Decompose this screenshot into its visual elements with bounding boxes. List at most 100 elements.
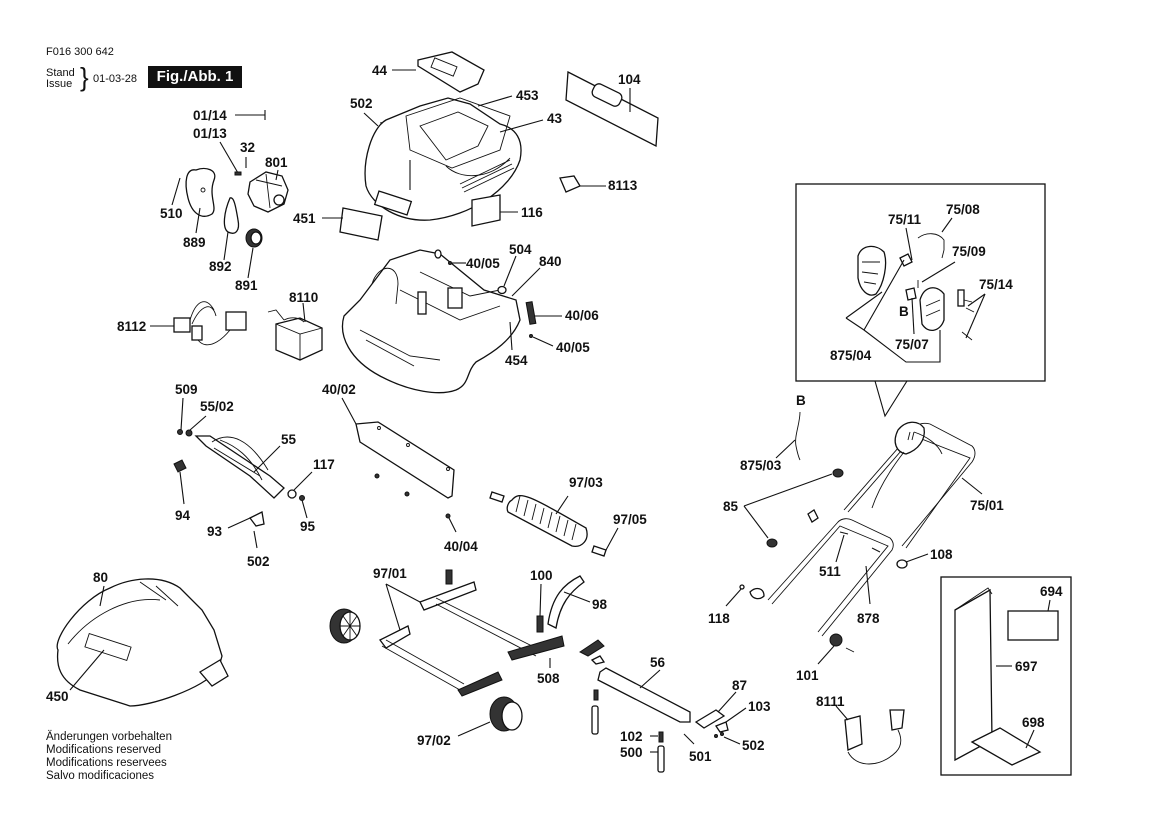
part-892-belt[interactable]: 892	[209, 197, 240, 274]
label-102: 102	[620, 729, 643, 744]
part-504[interactable]: 504	[497, 242, 532, 295]
part-97-01-axle-frame[interactable]: 97/01	[373, 566, 565, 697]
part-44-lid[interactable]: 44	[372, 51, 485, 93]
label-56: 56	[650, 655, 666, 670]
label-44: 44	[372, 63, 388, 78]
part-75-01-upper-handle[interactable]: 75/01	[843, 421, 1004, 549]
part-97-02-wheel[interactable]: 97/02	[417, 696, 523, 748]
part-01-14[interactable]: 01/14	[193, 108, 266, 123]
part-75-07[interactable]: 75/07	[895, 297, 929, 352]
part-116-filter[interactable]: 116	[471, 194, 543, 227]
part-889-belt-cover[interactable]: 889	[183, 167, 216, 250]
part-75-09[interactable]: 75/09	[921, 244, 986, 283]
label-75-08: 75/08	[946, 202, 980, 217]
label-40-05-lower: 40/05	[556, 340, 590, 355]
part-56-bar[interactable]: 56	[579, 639, 691, 735]
part-40-02-plate[interactable]: 40/02	[322, 382, 455, 499]
label-510: 510	[160, 206, 183, 221]
part-694-label[interactable]: 694	[1007, 584, 1063, 641]
part-878-lower-handle[interactable]: 878	[767, 518, 894, 637]
part-8111-charger[interactable]: 8111	[816, 694, 905, 765]
part-891-pulley[interactable]: 891	[235, 228, 263, 293]
label-97-02: 97/02	[417, 733, 451, 748]
label-32: 32	[240, 140, 255, 155]
part-55-02[interactable]: 55/02	[185, 399, 234, 437]
part-b-connector[interactable]: B	[899, 304, 909, 319]
part-100-spring[interactable]: 100	[530, 568, 553, 633]
label-889: 889	[183, 235, 206, 250]
part-8112-switch-harness[interactable]: 8112	[117, 301, 247, 346]
part-87[interactable]: 87	[694, 678, 747, 729]
label-55-02: 55/02	[200, 399, 234, 414]
part-40-05-lower[interactable]: 40/05	[529, 334, 591, 356]
part-32[interactable]: 32	[240, 140, 255, 168]
part-840[interactable]: 840	[511, 254, 562, 297]
part-875-04[interactable]: 875/04	[830, 348, 872, 363]
part-97-03-roller[interactable]: 97/03	[489, 475, 603, 547]
part-b-cable-end[interactable]: B 875/03	[740, 393, 806, 473]
part-98-lever[interactable]: 98	[547, 575, 608, 629]
label-75-14: 75/14	[979, 277, 1013, 292]
label-40-04: 40/04	[444, 539, 478, 554]
part-451-label[interactable]: 451	[293, 207, 383, 241]
part-103[interactable]: 103	[715, 699, 771, 733]
label-94: 94	[175, 508, 191, 523]
part-01-13[interactable]: 01/13	[193, 126, 242, 176]
label-508: 508	[537, 671, 560, 686]
part-117[interactable]: 117	[287, 457, 335, 499]
label-108: 108	[930, 547, 953, 562]
part-801-motor[interactable]: 801	[247, 155, 289, 213]
label-103: 103	[748, 699, 771, 714]
part-118[interactable]: 118	[708, 584, 765, 626]
label-891: 891	[235, 278, 258, 293]
part-97-05[interactable]: 97/05	[591, 512, 647, 557]
part-94[interactable]: 94	[173, 459, 191, 523]
part-75-11[interactable]: 75/11	[888, 212, 922, 261]
part-101[interactable]: 101	[796, 633, 855, 683]
part-8110-battery[interactable]: 8110	[267, 290, 323, 361]
part-40-06-spring[interactable]: 40/06	[525, 301, 599, 325]
part-502-screw-mid[interactable]: 502	[247, 530, 270, 569]
part-698-sheet[interactable]: 698	[970, 715, 1045, 766]
label-698: 698	[1022, 715, 1045, 730]
part-8113[interactable]: 8113	[559, 175, 638, 193]
label-500: 500	[620, 745, 643, 760]
label-93: 93	[207, 524, 223, 539]
part-502-screw-bottom[interactable]: 502	[714, 732, 765, 754]
part-454-lower-housing[interactable]: 454	[341, 249, 529, 394]
part-80-grass-box[interactable]: 80 450	[46, 570, 229, 707]
label-b-inset: B	[899, 304, 909, 319]
label-801: 801	[265, 155, 288, 170]
part-75-08[interactable]: 75/08	[941, 202, 980, 233]
label-118: 118	[708, 611, 730, 626]
issue-label: Issue	[46, 78, 73, 90]
stand-label: Stand	[46, 67, 75, 79]
part-95[interactable]: 95	[299, 495, 316, 535]
part-75-14[interactable]: 75/14	[965, 277, 1013, 339]
part-509[interactable]: 509	[175, 382, 198, 435]
part-40-05-upper[interactable]: 40/05	[434, 249, 500, 271]
label-101: 101	[796, 668, 819, 683]
part-102[interactable]: 102	[620, 729, 664, 744]
part-93[interactable]: 93	[207, 511, 265, 539]
modification-notes: Änderungen vorbehalten Modifications res…	[46, 731, 172, 783]
part-511[interactable]: 511	[819, 531, 881, 579]
label-01-13: 01/13	[193, 126, 227, 141]
label-878: 878	[857, 611, 880, 626]
part-501[interactable]: 501	[683, 733, 712, 764]
part-40-04[interactable]: 40/04	[444, 513, 478, 554]
part-55-switch-housing[interactable]: 55	[194, 432, 297, 499]
part-108[interactable]: 108	[896, 547, 953, 569]
part-500[interactable]: 500	[620, 745, 665, 773]
label-8113: 8113	[608, 178, 638, 193]
part-510[interactable]: 510	[160, 177, 183, 221]
part-508[interactable]: 508	[537, 658, 560, 686]
label-87: 87	[732, 678, 747, 693]
part-43[interactable]: 43	[499, 111, 563, 133]
note-spanish: Salvo modificaciones	[46, 770, 155, 782]
part-85[interactable]: 85	[723, 468, 844, 548]
part-453-upper-housing[interactable]: 453	[364, 88, 539, 221]
part-104-cover-plate[interactable]: 104	[565, 70, 659, 148]
label-116: 116	[521, 205, 543, 220]
part-wheel-rear[interactable]	[329, 608, 361, 644]
